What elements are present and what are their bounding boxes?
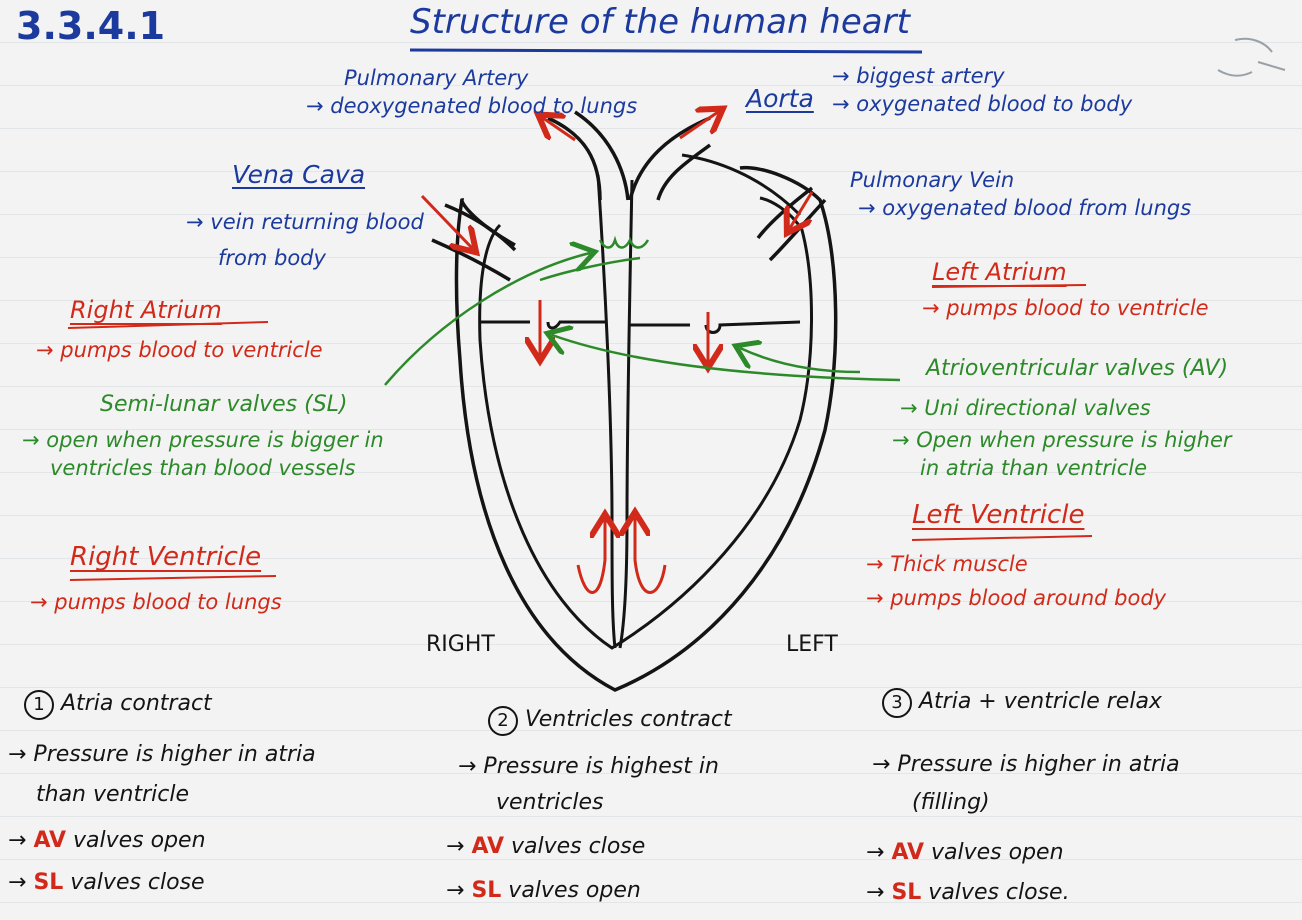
vena-cava-note-1: → vein returning blood [186, 210, 424, 234]
left-atrium-label: Left Atrium [932, 258, 1067, 286]
pulmonary-artery-label: Pulmonary Artery [344, 66, 529, 90]
left-ventricle-note-1: → Thick muscle [866, 552, 1028, 576]
av-note-1: → Uni directional valves [900, 396, 1151, 420]
step-3-line-3-prefix: → [866, 840, 892, 865]
step-3-line-3-text: valves open [924, 840, 1064, 865]
right-atrium-note: → pumps blood to ventricle [36, 338, 323, 362]
step-1-av-label: AV [33, 828, 66, 853]
step-1-line-4: → SL valves close [8, 870, 205, 896]
vena-cava-vessel [431, 203, 517, 282]
right-av-valve-line [480, 320, 605, 330]
page-title: Structure of the human heart [410, 2, 910, 42]
step-3-line-3: → AV valves open [866, 840, 1064, 866]
side-label-left: LEFT [786, 632, 838, 657]
step-2-sl-label: SL [471, 878, 502, 903]
step-3-av-label: AV [891, 840, 924, 865]
semilunar-label: Semi-lunar valves (SL) [100, 392, 348, 417]
side-label-right: RIGHT [426, 632, 495, 657]
av-note-3: in atria than ventricle [920, 456, 1147, 480]
left-ventricle-note-2: → pumps blood around body [866, 586, 1167, 610]
title-underline [409, 48, 923, 54]
heart-inner-wall [478, 196, 813, 650]
arrow-left-ventricle-up [635, 518, 667, 594]
step-1-heading-text: Atria contract [61, 691, 212, 716]
step-2-line-1: → Pressure is highest in [458, 754, 719, 779]
sl-valve-marks [598, 235, 650, 249]
vena-cava-label: Vena Cava [232, 160, 366, 189]
step-2-line-4: → SL valves open [446, 878, 641, 904]
step-3-sl-label: SL [891, 880, 922, 905]
pulmonary-artery-vessel [547, 110, 630, 201]
pointer-av-left [740, 348, 861, 374]
arrow-vena-cava [420, 194, 472, 248]
step-2-line-3: → AV valves close [446, 834, 645, 860]
aorta-note-1: → biggest artery [832, 64, 1005, 88]
step-1-line-4-text: valves close [63, 870, 205, 895]
aorta-arch-wall [681, 153, 802, 217]
step-2-line-4-text: valves open [501, 878, 641, 903]
corner-doodle [1217, 37, 1286, 77]
step-1-line-3-prefix: → [8, 828, 34, 853]
left-atrium-note: → pumps blood to ventricle [922, 296, 1209, 320]
arrow-pulmonary-artery [543, 118, 576, 142]
right-atrium-underline [67, 321, 269, 329]
right-atrium-label: Right Atrium [70, 296, 222, 324]
left-ventricle-label: Left Ventricle [912, 500, 1085, 530]
step-2-av-label: AV [471, 834, 504, 859]
aorta-label: Aorta [746, 84, 814, 113]
step-1-heading: 1 Atria contract [24, 690, 212, 720]
septum-right [618, 179, 634, 649]
step-3-line-1: → Pressure is higher in atria [872, 752, 1180, 777]
av-note-2: → Open when pressure is higher [892, 428, 1232, 452]
step-3-heading: 3 Atria + ventricle relax [882, 688, 1162, 718]
step-3-line-4-prefix: → [866, 880, 892, 905]
step-1-line-3-text: valves open [66, 828, 206, 853]
left-av-valve-line [630, 320, 801, 334]
step-2-line-2: ventricles [496, 790, 604, 815]
step-1-line-4-prefix: → [8, 870, 34, 895]
pulmonary-artery-note: → deoxygenated blood to lungs [306, 94, 638, 118]
step-3-number: 3 [882, 688, 912, 718]
left-ventricle-underline [911, 535, 1093, 541]
step-2-line-4-prefix: → [446, 878, 472, 903]
step-1-line-1: → Pressure is higher in atria [8, 742, 316, 767]
right-ventricle-label: Right Ventricle [70, 542, 262, 572]
pointer-av-right [552, 335, 901, 382]
right-ventricle-note: → pumps blood to lungs [30, 590, 282, 614]
vena-cava-note-2: from body [218, 246, 326, 270]
step-2-heading: 2 Ventricles contract [488, 706, 732, 736]
step-2-heading-text: Ventricles contract [525, 707, 732, 732]
step-2-number: 2 [488, 706, 518, 736]
step-3-line-2: (filling) [912, 790, 990, 815]
pulmonary-vein-note: → oxygenated blood from lungs [858, 196, 1192, 220]
semilunar-note-2: ventricles than blood vessels [50, 456, 356, 480]
step-1-line-3: → AV valves open [8, 828, 206, 854]
pointer-semilunar-2 [539, 256, 641, 282]
septum-left [596, 174, 617, 649]
arrow-aorta [679, 112, 718, 140]
step-1-sl-label: SL [33, 870, 64, 895]
left-atrium-underline [931, 284, 1087, 288]
step-1-line-2: than ventricle [36, 782, 190, 807]
av-label: Atrioventricular valves (AV) [926, 356, 1229, 381]
arrow-pulmonary-vein [790, 191, 814, 228]
right-ventricle-underline [69, 575, 277, 581]
step-3-line-4-text: valves close. [921, 880, 1070, 905]
semilunar-note-1: → open when pressure is bigger in [22, 428, 384, 452]
arrow-right-ventricle-up [576, 520, 605, 594]
step-3-line-4: → SL valves close. [866, 880, 1070, 906]
section-number: 3.3.4.1 [16, 4, 166, 48]
step-1-number: 1 [24, 690, 54, 720]
pulmonary-vein-label: Pulmonary Vein [850, 168, 1015, 192]
pointer-semilunar [384, 253, 590, 386]
step-3-heading-text: Atria + ventricle relax [919, 689, 1162, 714]
step-2-line-3-text: valves close [504, 834, 646, 859]
step-2-line-3-prefix: → [446, 834, 472, 859]
aorta-note-2: → oxygenated blood to body [832, 92, 1133, 116]
